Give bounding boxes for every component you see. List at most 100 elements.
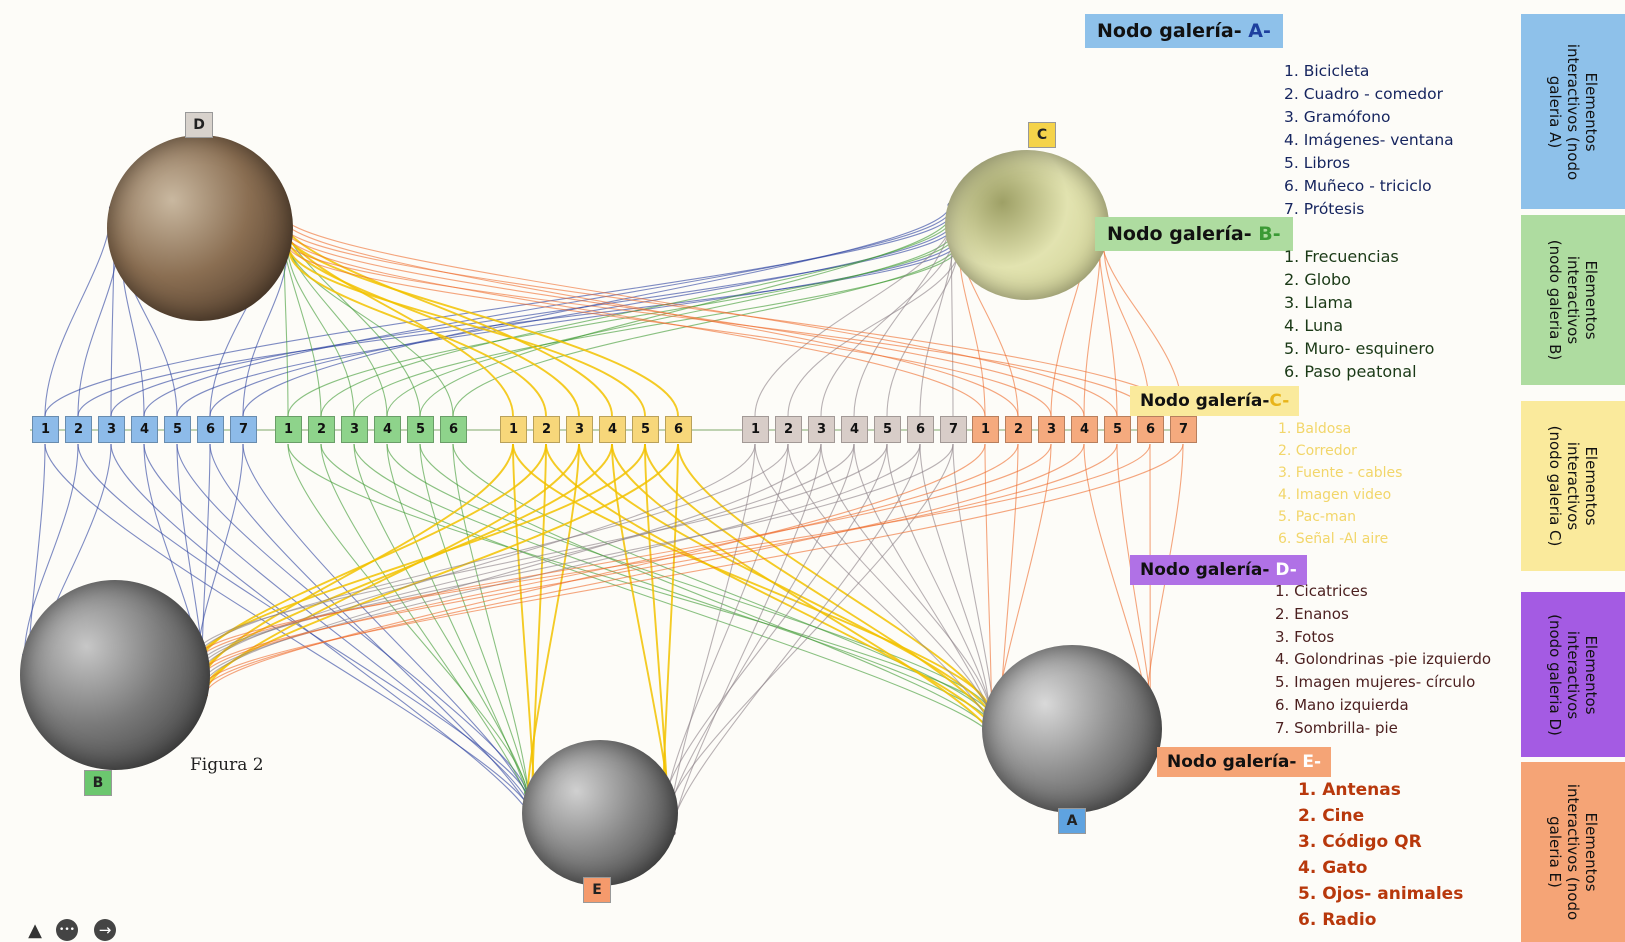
link-edge — [143, 208, 952, 417]
link-edge — [530, 443, 547, 814]
link-edge — [320, 443, 999, 746]
chip-e-6: 6 — [1137, 416, 1164, 443]
chip-b-2: 2 — [308, 416, 335, 443]
chip-d-1: 1 — [742, 416, 769, 443]
link-edge — [353, 244, 961, 417]
side-tab-a-line: galeria A) — [1546, 75, 1564, 148]
chip-e-2: 2 — [1005, 416, 1032, 443]
link-edge — [671, 443, 921, 830]
gallery-b-item: 6. Paso peatonal — [1284, 362, 1417, 381]
side-tab-a-line: interactivos (nodo — [1564, 43, 1582, 180]
next-icon[interactable]: → — [94, 919, 116, 941]
link-edge — [672, 443, 822, 834]
link-edge — [44, 212, 953, 417]
gallery-d-item: 5. Imagen mujeres- círculo — [1275, 673, 1476, 692]
gallery-a-item: 4. Imágenes- ventana — [1284, 131, 1454, 149]
link-edge — [209, 443, 536, 826]
link-edge — [279, 215, 613, 417]
link-edge — [320, 443, 535, 822]
link-edge — [285, 235, 454, 417]
link-edge — [545, 443, 997, 738]
link-edge — [280, 215, 1019, 417]
link-edge — [669, 443, 756, 822]
link-edge — [286, 243, 646, 417]
gallery-d-item: 4. Golondrinas -pie izquierdo — [1275, 650, 1492, 669]
figure-caption: Figura 2 — [190, 755, 264, 775]
link-edge — [279, 211, 1118, 417]
link-edge — [283, 231, 580, 417]
pointer-icon[interactable]: ▲ — [28, 919, 42, 941]
gallery-c-title-prefix: Nodo galería- — [1140, 391, 1270, 411]
chip-d-4: 4 — [841, 416, 868, 443]
link-edge — [452, 443, 994, 726]
link-edge — [287, 247, 547, 417]
chip-e-7: 7 — [1170, 416, 1197, 443]
side-tab-d-line: Elementos — [1582, 634, 1600, 715]
link-edge — [667, 443, 954, 814]
gallery-d-title: Nodo galería- D- — [1130, 555, 1307, 585]
chip-a-5: 5 — [164, 416, 191, 443]
gallery-d-item: 2. Enanos — [1275, 604, 1349, 623]
link-edge — [282, 223, 1184, 417]
link-edge — [919, 443, 990, 710]
gallery-b-title-prefix: Nodo galería- — [1107, 223, 1259, 245]
link-edge — [283, 227, 1085, 417]
chip-b-5: 5 — [407, 416, 434, 443]
link-edge — [242, 204, 951, 417]
link-edge — [820, 443, 991, 714]
chip-a-6: 6 — [197, 416, 224, 443]
link-edge — [195, 443, 1151, 660]
link-edge — [419, 443, 998, 742]
side-tab-c-line: interactivos — [1564, 441, 1582, 531]
node-photo-c — [945, 150, 1109, 300]
link-edge — [452, 240, 960, 417]
link-edge — [886, 240, 960, 417]
gallery-c-item: 6. Señal -Al aire — [1278, 531, 1389, 547]
gallery-c-title-letter: C- — [1269, 391, 1290, 411]
chip-a-2: 2 — [65, 416, 92, 443]
gallery-e-title-letter: E- — [1302, 752, 1321, 772]
node-badge-c: C — [1028, 122, 1056, 148]
gallery-e-item: 2. Cine — [1298, 806, 1365, 826]
node-badge-b: B — [84, 770, 112, 796]
gallery-a-item: 2. Cuadro - comedor — [1284, 85, 1443, 103]
link-edge — [286, 239, 1151, 417]
side-tab-a-line: Elementos — [1582, 71, 1600, 152]
chip-a-4: 4 — [131, 416, 158, 443]
node-badge-a: A — [1058, 808, 1086, 834]
link-edge — [199, 443, 756, 676]
link-edge — [77, 240, 960, 417]
side-tab-d-line: (nodo galeria D) — [1546, 613, 1564, 736]
link-edge — [386, 443, 538, 834]
link-edge — [512, 443, 990, 710]
link-edge — [662, 443, 679, 794]
link-edge — [286, 239, 355, 417]
gallery-d-item: 6. Mano izquierda — [1275, 695, 1409, 714]
node-photo-e — [522, 740, 678, 886]
side-tab-c-line: (nodo galeria C) — [1546, 425, 1564, 547]
gallery-e-item: 5. Ojos- animales — [1298, 884, 1464, 904]
chip-b-1: 1 — [275, 416, 302, 443]
node-photo-b — [20, 580, 210, 770]
link-edge — [578, 443, 993, 722]
gallery-e-title-prefix: Nodo galería- — [1167, 752, 1303, 772]
link-edge — [353, 443, 995, 730]
link-edge — [611, 443, 1000, 750]
gallery-b-item: 1. Frecuencias — [1284, 247, 1399, 266]
chip-e-4: 4 — [1071, 416, 1098, 443]
chip-e-5: 5 — [1104, 416, 1131, 443]
chip-c-2: 2 — [533, 416, 560, 443]
gallery-e-item: 1. Antenas — [1298, 780, 1401, 800]
link-edge — [197, 443, 954, 668]
gallery-c-item: 5. Pac-man — [1278, 509, 1357, 525]
link-edge — [452, 443, 530, 802]
chip-c-4: 4 — [599, 416, 626, 443]
gallery-a-title-prefix: Nodo galería- — [1097, 20, 1249, 42]
more-icon[interactable]: ••• — [56, 919, 78, 941]
gallery-b-title: Nodo galería- B- — [1095, 217, 1293, 251]
